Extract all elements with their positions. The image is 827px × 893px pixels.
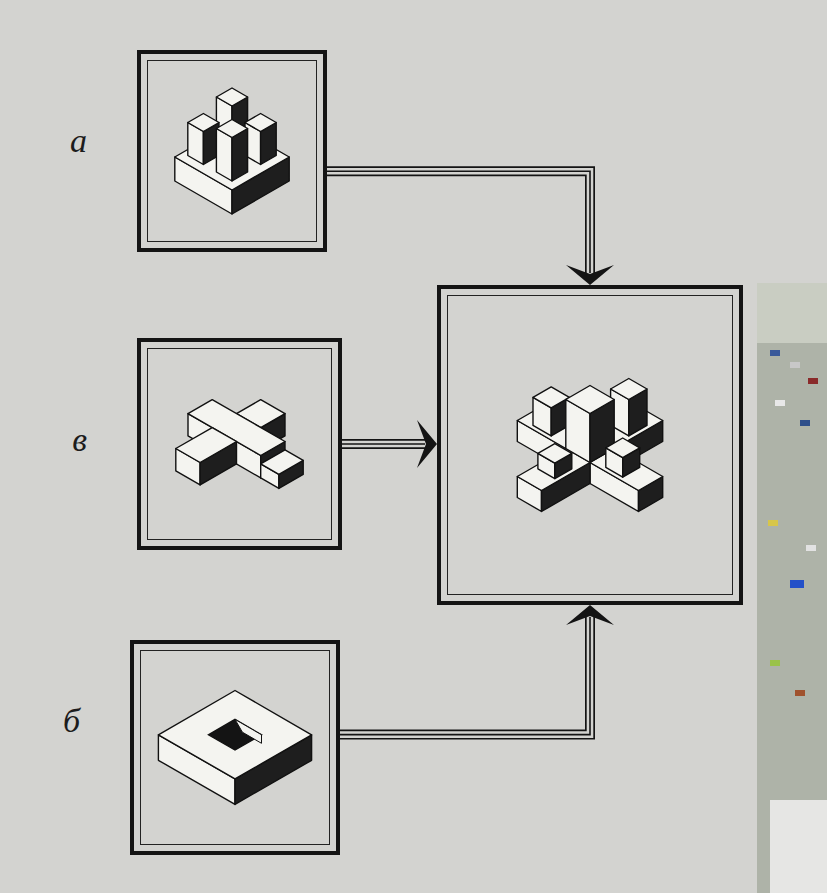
block-top <box>176 428 237 463</box>
triple-line-connector <box>342 420 437 468</box>
block-top <box>245 114 276 132</box>
car <box>790 362 800 368</box>
arrow-head <box>566 265 614 285</box>
block-top <box>158 691 311 779</box>
block-top <box>216 120 247 138</box>
block-drawing <box>517 379 662 512</box>
picture-box: в <box>137 338 342 550</box>
block-top <box>611 379 647 400</box>
connector-outer <box>342 439 425 449</box>
car <box>795 690 805 696</box>
box-letter: в <box>72 423 87 457</box>
arrow-head <box>417 420 437 468</box>
car <box>806 545 816 551</box>
inner-frame <box>147 60 317 242</box>
block-drawing <box>175 88 289 214</box>
connector-gap <box>340 617 590 735</box>
car <box>790 580 804 588</box>
block-top <box>606 438 640 458</box>
block-top <box>533 387 569 408</box>
picture-box: б <box>130 640 340 855</box>
connector-gap <box>342 441 425 448</box>
block-drawing <box>176 400 303 489</box>
block-hole <box>209 719 262 750</box>
block-top <box>261 450 304 475</box>
photo-sky <box>757 283 827 343</box>
block-top <box>566 386 614 414</box>
connector-center <box>327 171 590 273</box>
arrow-head <box>566 605 614 625</box>
triple-line-connector <box>327 171 614 285</box>
car <box>775 400 785 406</box>
picture-box <box>437 285 743 605</box>
block-top <box>188 114 219 132</box>
block-drawing <box>158 691 311 805</box>
car <box>800 420 810 426</box>
inner-frame <box>147 348 332 540</box>
inner-frame <box>447 295 733 595</box>
photo-ground <box>757 283 827 893</box>
car <box>770 660 780 666</box>
box-letter: а <box>70 124 87 158</box>
triple-line-connector <box>340 605 614 735</box>
connector-center <box>342 443 425 445</box>
box-letter: б <box>63 704 80 738</box>
photo-building <box>770 800 827 893</box>
car <box>768 520 778 526</box>
connector-outer <box>340 617 590 735</box>
car <box>770 350 780 356</box>
block-top <box>216 88 247 106</box>
inner-frame <box>140 650 330 845</box>
connector-center <box>340 617 590 735</box>
car <box>808 378 818 384</box>
connector-gap <box>327 171 590 273</box>
block-top <box>538 444 572 464</box>
connector-outer <box>327 171 590 273</box>
hole-wall <box>235 719 262 743</box>
picture-box: а <box>137 50 327 252</box>
